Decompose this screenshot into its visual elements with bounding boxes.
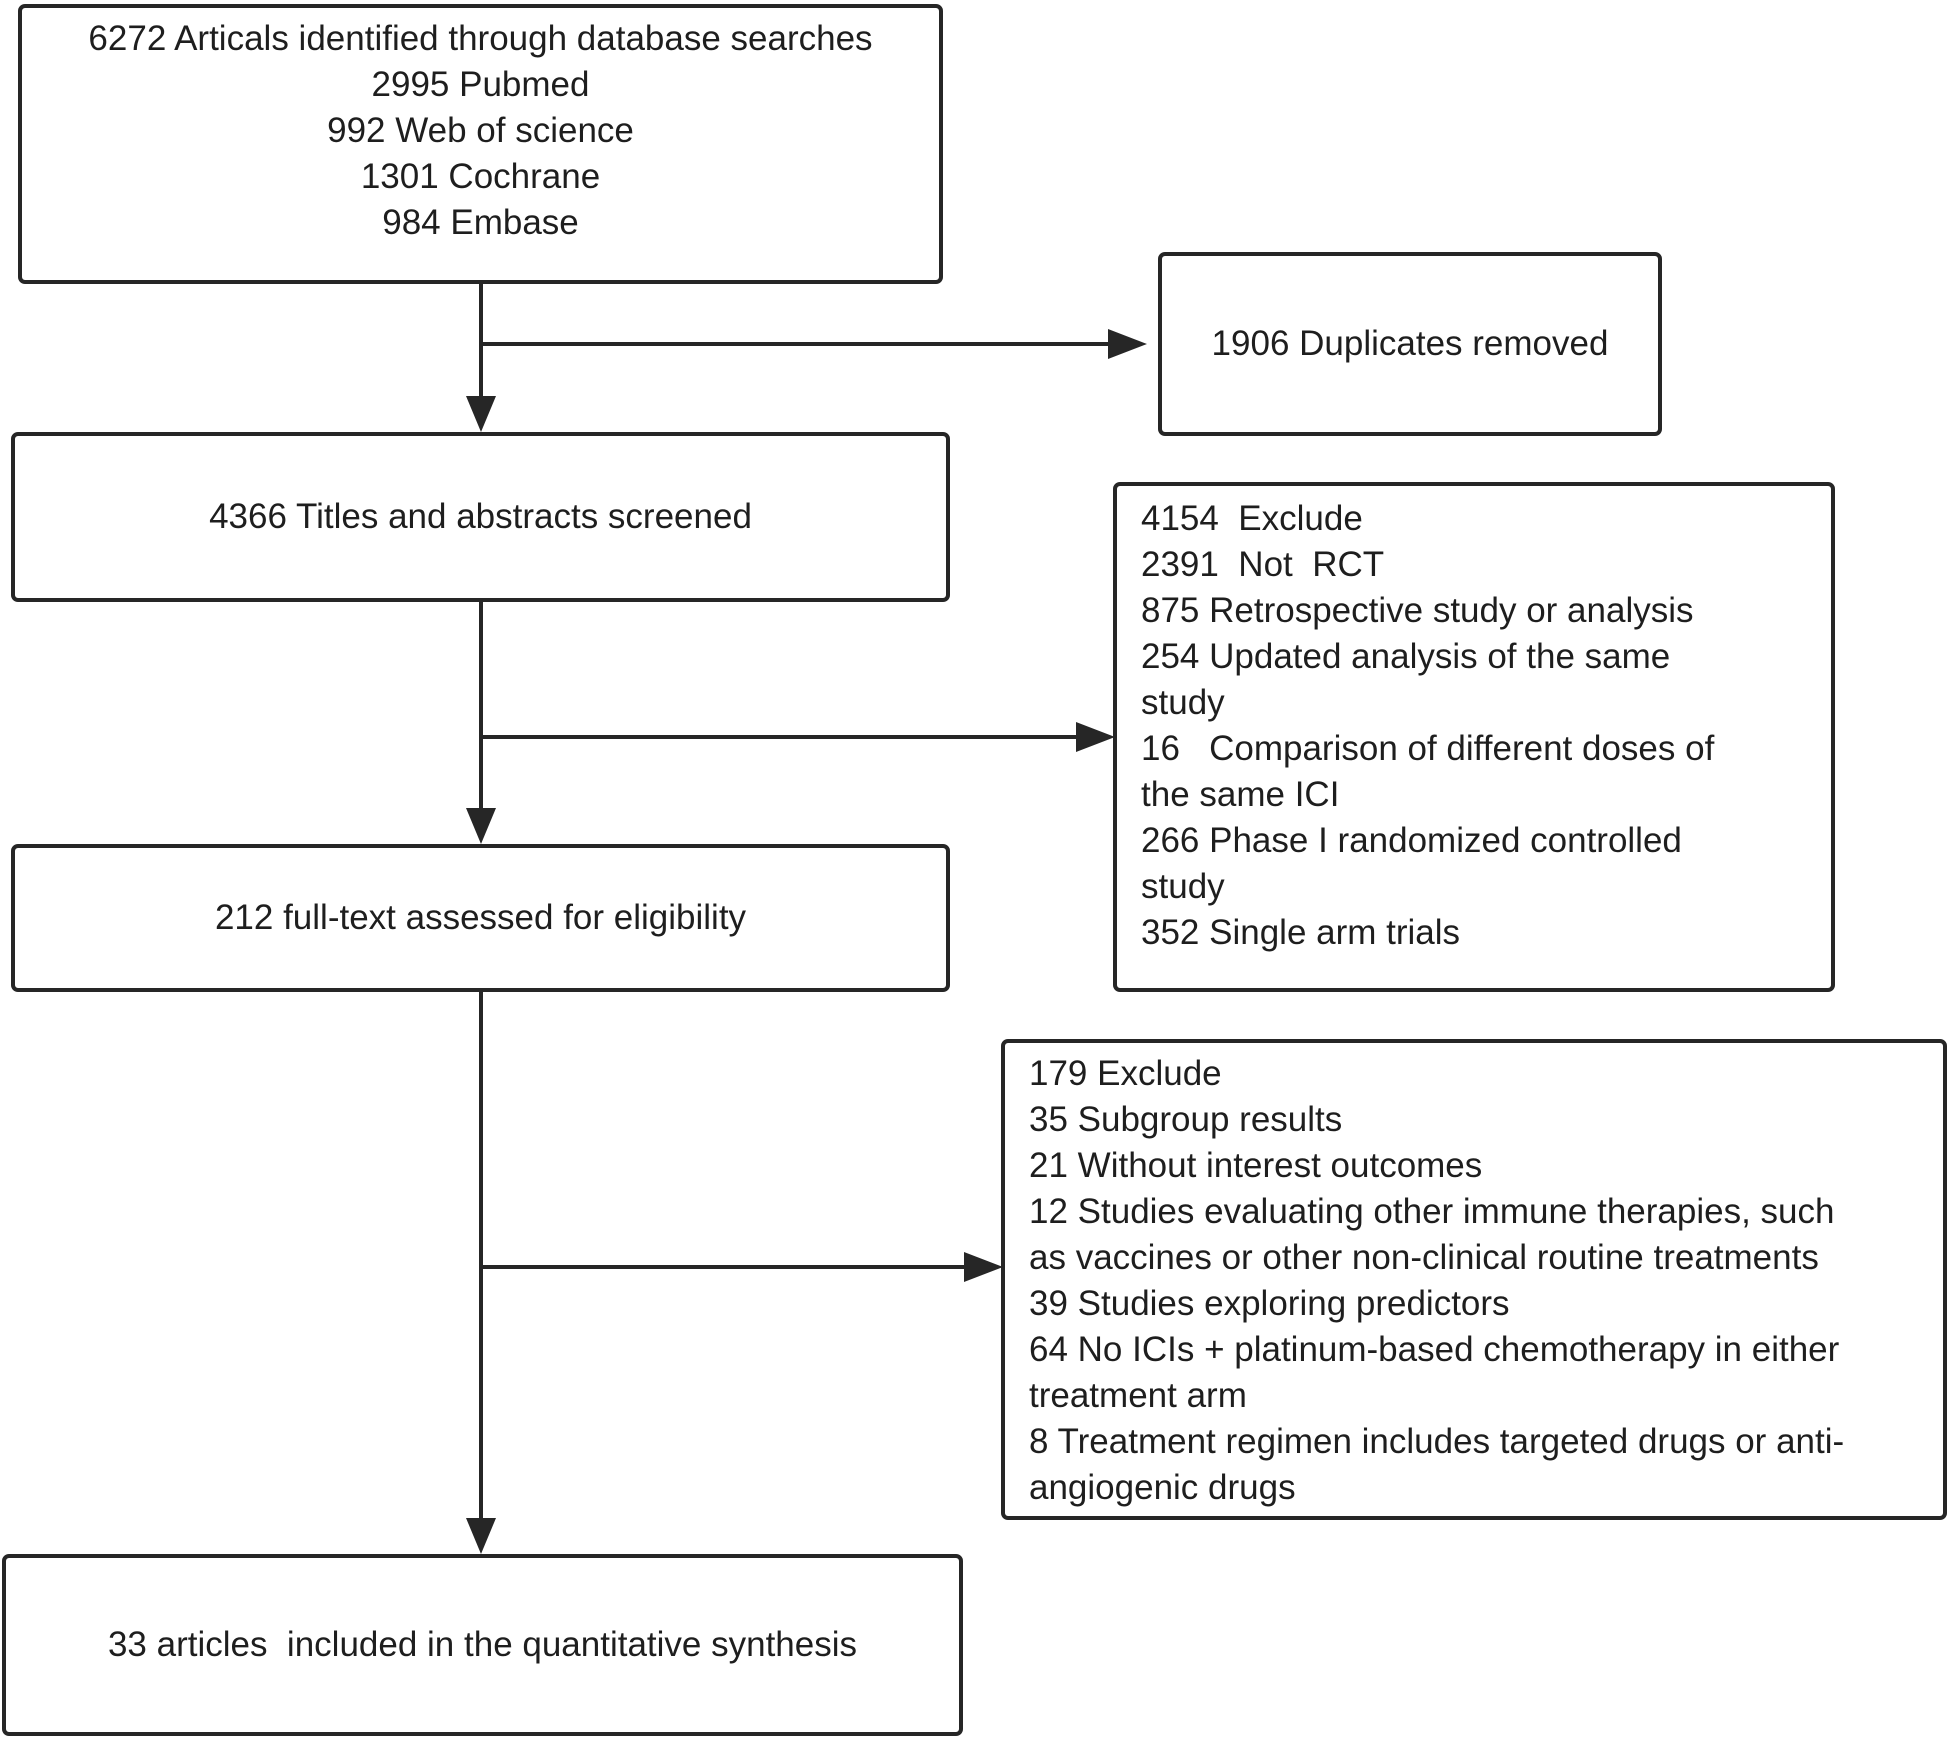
eligibility-exclusion-line: 179 Exclude (1029, 1054, 1222, 1093)
screening-box: 4366 Titles and abstracts screened (11, 432, 950, 602)
identification-line-pubmed: 2995 Pubmed (371, 65, 590, 104)
arrowhead-eligibility-exclusions (964, 1252, 1003, 1282)
screening-exclusions-box: 4154 Exclude 2391 Not RCT 875 Retrospect… (1113, 482, 1835, 992)
screening-exclusion-line: 2391 Not RCT (1141, 545, 1385, 584)
identification-line-cochrane: 1301 Cochrane (360, 157, 601, 196)
eligibility-exclusion-line: 12 Studies evaluating other immune thera… (1029, 1192, 1835, 1231)
eligibility-exclusion-line: 35 Subgroup results (1029, 1100, 1343, 1139)
arrowhead-screening (466, 396, 496, 432)
eligibility-box: 212 full-text assessed for eligibility (11, 844, 950, 992)
screening-text: 4366 Titles and abstracts screened (209, 497, 752, 536)
eligibility-exclusion-line: angiogenic drugs (1029, 1468, 1296, 1507)
screening-exclusion-line: 352 Single arm trials (1141, 913, 1461, 952)
screening-exclusion-line: 254 Updated analysis of the same (1141, 637, 1671, 676)
screening-exclusion-line: 266 Phase I randomized controlled (1141, 821, 1682, 860)
identification-line-web-of-science: 992 Web of science (327, 111, 634, 150)
screening-exclusion-line: the same ICI (1141, 775, 1340, 814)
eligibility-exclusion-line: 64 No ICIs + platinum-based chemotherapy… (1029, 1330, 1840, 1369)
eligibility-exclusion-line: 39 Studies exploring predictors (1029, 1284, 1510, 1323)
arrowhead-duplicates (1108, 329, 1147, 359)
screening-exclusion-line: 4154 Exclude (1141, 499, 1363, 538)
arrowhead-screening-exclusions (1076, 722, 1115, 752)
identification-box: 6272 Articals identified through databas… (18, 4, 943, 284)
arrowhead-included (466, 1518, 496, 1554)
eligibility-exclusion-line: as vaccines or other non-clinical routin… (1029, 1238, 1819, 1277)
eligibility-text: 212 full-text assessed for eligibility (214, 898, 747, 937)
identification-line-total: 6272 Articals identified through databas… (88, 19, 873, 58)
included-box: 33 articles included in the quantitative… (2, 1554, 963, 1736)
included-text: 33 articles included in the quantitative… (107, 1625, 858, 1664)
screening-exclusion-line: 875 Retrospective study or analysis (1141, 591, 1694, 630)
duplicates-text: 1906 Duplicates removed (1211, 324, 1609, 363)
identification-line-embase: 984 Embase (382, 203, 579, 242)
eligibility-exclusions-box: 179 Exclude 35 Subgroup results 21 Witho… (1001, 1039, 1947, 1520)
screening-exclusion-line: study (1141, 867, 1225, 906)
screening-exclusion-line: study (1141, 683, 1225, 722)
arrowhead-eligibility (466, 808, 496, 844)
eligibility-exclusion-line: 21 Without interest outcomes (1029, 1146, 1483, 1185)
eligibility-exclusion-line: treatment arm (1029, 1376, 1247, 1415)
duplicates-box: 1906 Duplicates removed (1158, 252, 1662, 436)
screening-exclusion-line: 16 Comparison of different doses of (1141, 729, 1715, 768)
eligibility-exclusion-line: 8 Treatment regimen includes targeted dr… (1029, 1422, 1845, 1461)
